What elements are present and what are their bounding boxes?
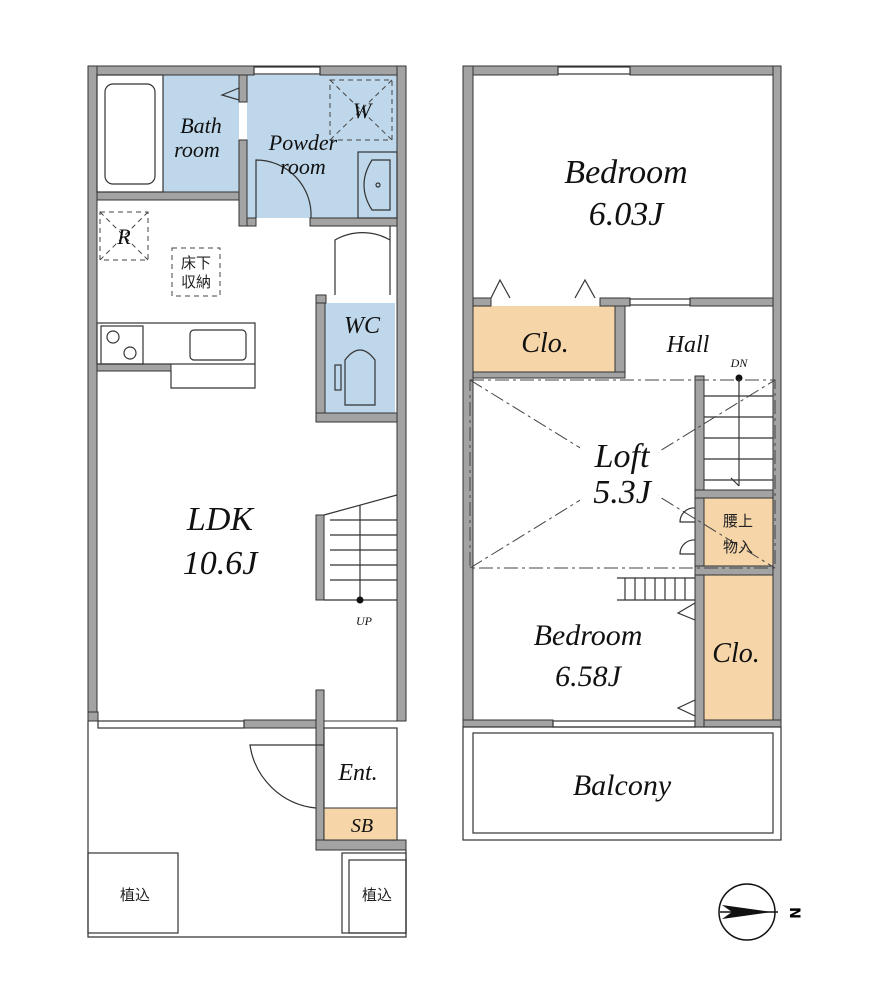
sink-icon	[189, 329, 247, 361]
hall-label: Hall	[666, 332, 710, 358]
stove-icon	[100, 325, 144, 365]
bedroom-2-label: Bedroom	[534, 619, 643, 652]
compass: N	[718, 883, 802, 941]
loft-label: Loft	[594, 438, 651, 475]
balcony-label: Balcony	[573, 769, 672, 802]
bathroom-area	[163, 75, 239, 192]
underfloor-storage-line2: 収納	[181, 273, 211, 291]
storage-label-line1: 腰上	[723, 512, 753, 530]
shoe-box-label: SB	[351, 815, 373, 837]
bathroom-label-line1: Bath	[180, 113, 222, 138]
washer-label: W	[353, 98, 373, 123]
ldk-label: LDK	[186, 501, 255, 538]
stairs-up	[315, 494, 398, 604]
fridge-label: R	[116, 224, 131, 249]
planting-left-label: 植込	[120, 886, 150, 904]
bedroom-1-label: Bedroom	[564, 154, 687, 191]
closet-1-label: Clo.	[521, 328, 568, 359]
loft-size: 5.3J	[593, 474, 653, 511]
floor-1: W Bath room Powder room R 床下 収納 WC LDK 1	[87, 65, 407, 938]
north-arrow-icon	[722, 905, 772, 919]
storage-label-line2: 物入	[723, 538, 753, 556]
stairs-down-label: DN	[730, 356, 749, 370]
stairs-up-label: UP	[356, 614, 373, 628]
entrance-label: Ent.	[337, 760, 377, 786]
bathroom-label-line2: room	[174, 137, 220, 162]
bedroom-1-size: 6.03J	[589, 196, 666, 233]
loft-ladder	[617, 577, 695, 601]
powder-room-label-line1: Powder	[268, 130, 338, 155]
north-label: N	[786, 907, 802, 919]
closet-1	[473, 306, 615, 372]
powder-room-label-line2: room	[280, 154, 326, 179]
bedroom-2-size: 6.58J	[555, 660, 623, 693]
floor-2: Bedroom 6.03J Clo. Hall DN Loft 5.3J 腰上 …	[462, 65, 782, 841]
shoe-box	[323, 807, 398, 841]
wc-area	[325, 303, 395, 413]
storage-area	[704, 498, 773, 566]
ldk-size: 10.6J	[183, 545, 260, 582]
closet-2	[704, 575, 773, 721]
planting-right-label: 植込	[362, 886, 392, 904]
kitchen-counter	[96, 322, 256, 365]
closet-2-label: Clo.	[712, 638, 759, 669]
wc-label: WC	[344, 313, 381, 339]
underfloor-storage-line1: 床下	[181, 254, 211, 272]
toilet-icon	[344, 349, 376, 406]
